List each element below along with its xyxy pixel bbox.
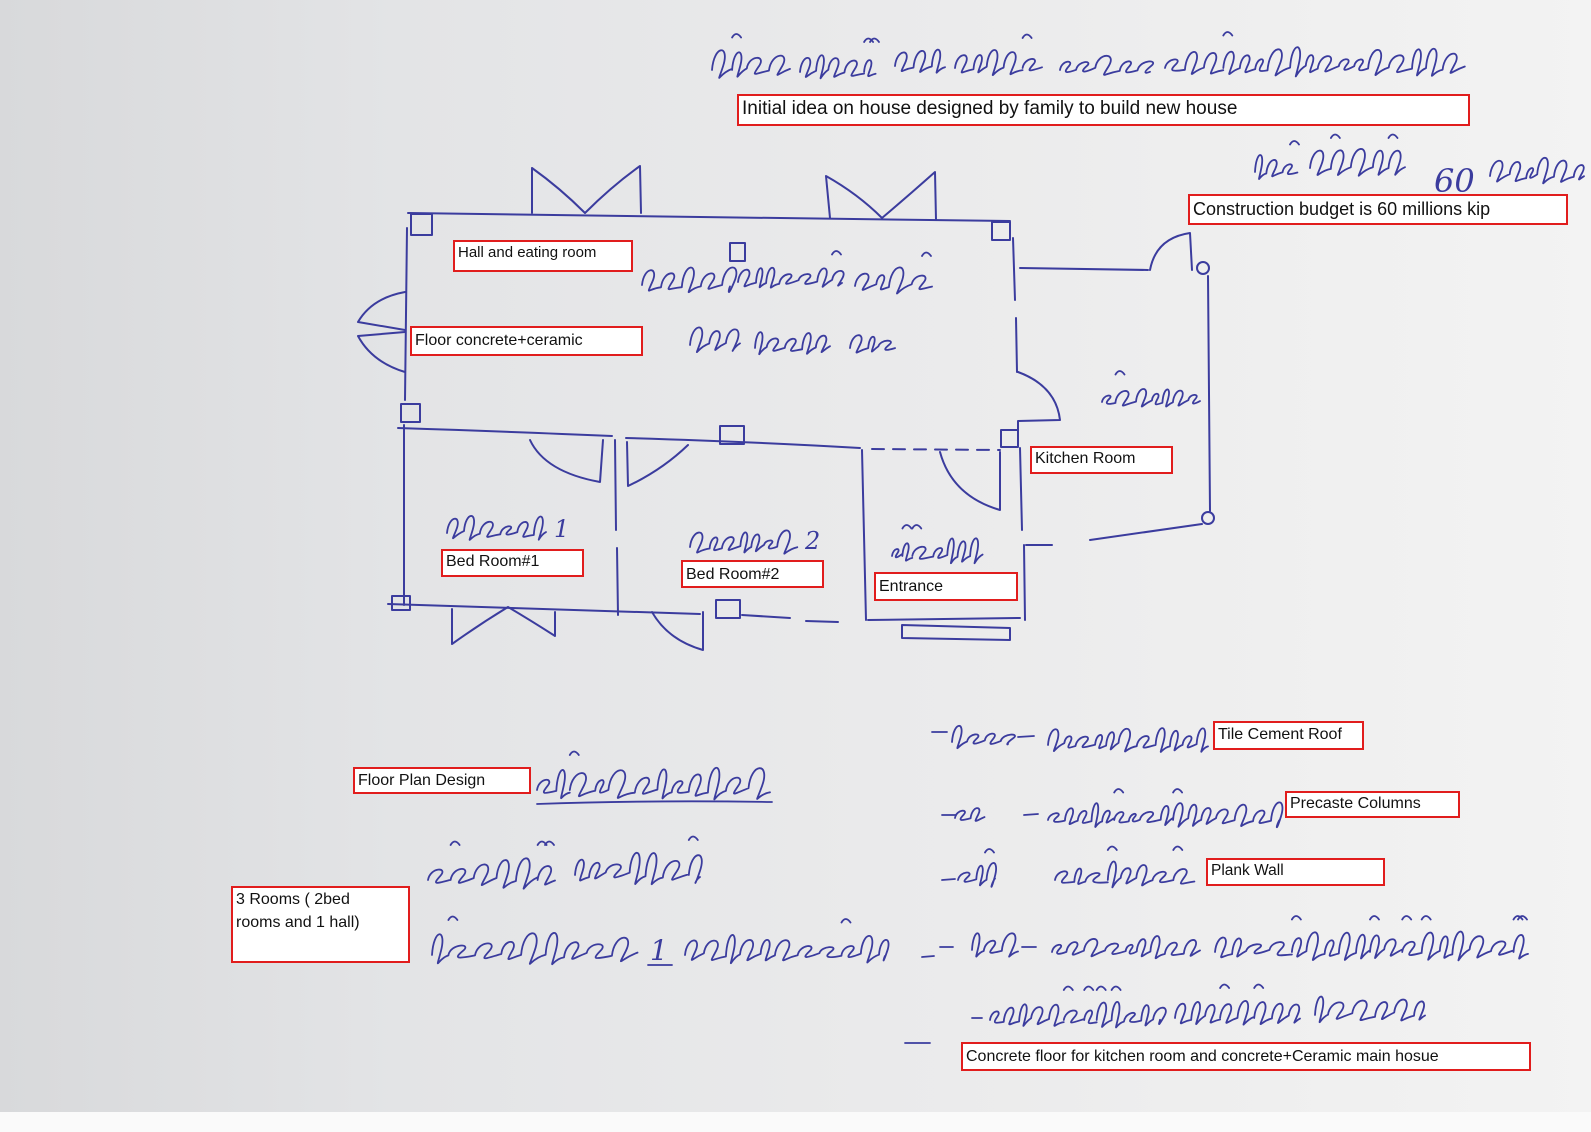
handwritten-kitchen-note — [1101, 370, 1201, 408]
plan-title-underline — [536, 800, 773, 805]
bedroom2-number-handwritten: 2 — [804, 527, 820, 555]
handwritten-rooms-note-2 — [431, 915, 890, 966]
handwritten-budget-note — [1254, 133, 1585, 185]
kitchen-post-bottom — [1201, 511, 1215, 525]
kitchen-right-wall — [1207, 275, 1211, 512]
handwritten-roof-note — [951, 724, 1209, 753]
hall-entrance-divider — [871, 448, 1001, 451]
label-budget: Construction budget is 60 millions kip — [1188, 194, 1568, 225]
budget-amount-handwritten: 60 — [1434, 162, 1475, 200]
handwritten-dash-roof — [931, 731, 1035, 738]
handwritten-hall-note — [641, 250, 933, 295]
floor-plan — [357, 165, 1215, 651]
entrance-bottom-wall — [867, 617, 1021, 621]
bedroom2-outer-door — [651, 611, 704, 651]
handwritten-bedroom2-note — [689, 529, 799, 555]
column-top-left — [410, 213, 433, 236]
label-rooms: 3 Rooms ( 2bed rooms and 1 hall) — [231, 886, 410, 963]
handwritten-dash-wall — [941, 878, 956, 881]
label-floor-main: Floor concrete+ceramic — [410, 326, 643, 356]
handwritten-rooms-note — [427, 835, 703, 890]
entrance-right-wall — [1019, 447, 1026, 621]
bedroom-divider-wall — [614, 439, 619, 616]
bedroom2-door — [626, 441, 689, 487]
column-bottom-left — [391, 595, 411, 611]
hall-right-wall — [1012, 237, 1018, 373]
entrance-door — [939, 451, 1001, 511]
label-kitchen: Kitchen Room — [1030, 446, 1173, 474]
handwritten-notes: 60 1 2 1 — [427, 31, 1585, 1044]
handwritten-dash-column — [941, 813, 1039, 816]
handwritten-bedroom1-note — [446, 515, 547, 541]
bottom-window-left — [451, 606, 556, 645]
entrance-left-wall — [861, 449, 867, 621]
kitchen-post-top — [1196, 261, 1210, 275]
label-entrance: Entrance — [874, 572, 1018, 601]
kitchen-door — [1149, 232, 1193, 271]
label-columns: Precaste Columns — [1285, 791, 1460, 818]
handwritten-dash-floor-2 — [904, 1017, 983, 1044]
hall-count-handwritten: 1 — [650, 934, 668, 967]
column-bottom-center — [715, 599, 741, 619]
column-top-middle — [729, 242, 746, 262]
kitchen-bottom-wall — [1089, 523, 1203, 541]
column-middle-left — [400, 403, 421, 423]
handwritten-title-note — [711, 31, 1466, 80]
handwritten-floor-material-note — [971, 915, 1529, 962]
bottom-wall — [387, 603, 839, 623]
handwritten-floor-note — [689, 326, 896, 356]
label-title: Initial idea on house designed by family… — [737, 94, 1470, 126]
top-window-right — [825, 171, 937, 221]
label-bedroom-2: Bed Room#2 — [681, 560, 824, 588]
label-hall: Hall and eating room — [453, 240, 633, 272]
top-wall — [407, 212, 1011, 222]
left-window — [357, 291, 406, 373]
handwritten-dash-floor — [921, 946, 1037, 958]
handwritten-column-note — [954, 788, 1284, 829]
kitchen-top-wall — [1019, 267, 1149, 271]
label-roof: Tile Cement Roof — [1213, 721, 1364, 750]
column-top-right — [991, 221, 1011, 241]
column-middle-center — [719, 425, 745, 445]
entrance-step — [901, 624, 1011, 641]
bedroom1-door — [529, 439, 604, 483]
left-wall — [403, 227, 408, 606]
column-entrance — [1000, 429, 1019, 448]
handwritten-entrance-note — [891, 524, 984, 565]
handwritten-floor-material-note-2 — [989, 983, 1426, 1029]
paper-bottom-edge — [0, 1112, 1591, 1132]
top-window-left — [531, 165, 642, 214]
handwritten-plan-title-note — [536, 750, 771, 801]
label-plan-title: Floor Plan Design — [353, 767, 531, 794]
hall-bedroom-wall — [397, 427, 861, 449]
label-wall: Plank Wall — [1206, 858, 1385, 886]
label-bedroom-1: Bed Room#1 — [441, 549, 584, 577]
hall-kitchen-door — [1017, 371, 1061, 441]
bedroom1-number-handwritten: 1 — [554, 515, 569, 543]
handwritten-wall-note — [957, 845, 1196, 889]
label-floor-note: Concrete floor for kitchen room and conc… — [961, 1042, 1531, 1071]
label-rooms-text: 3 Rooms ( 2bed rooms and 1 hall) — [236, 891, 360, 931]
